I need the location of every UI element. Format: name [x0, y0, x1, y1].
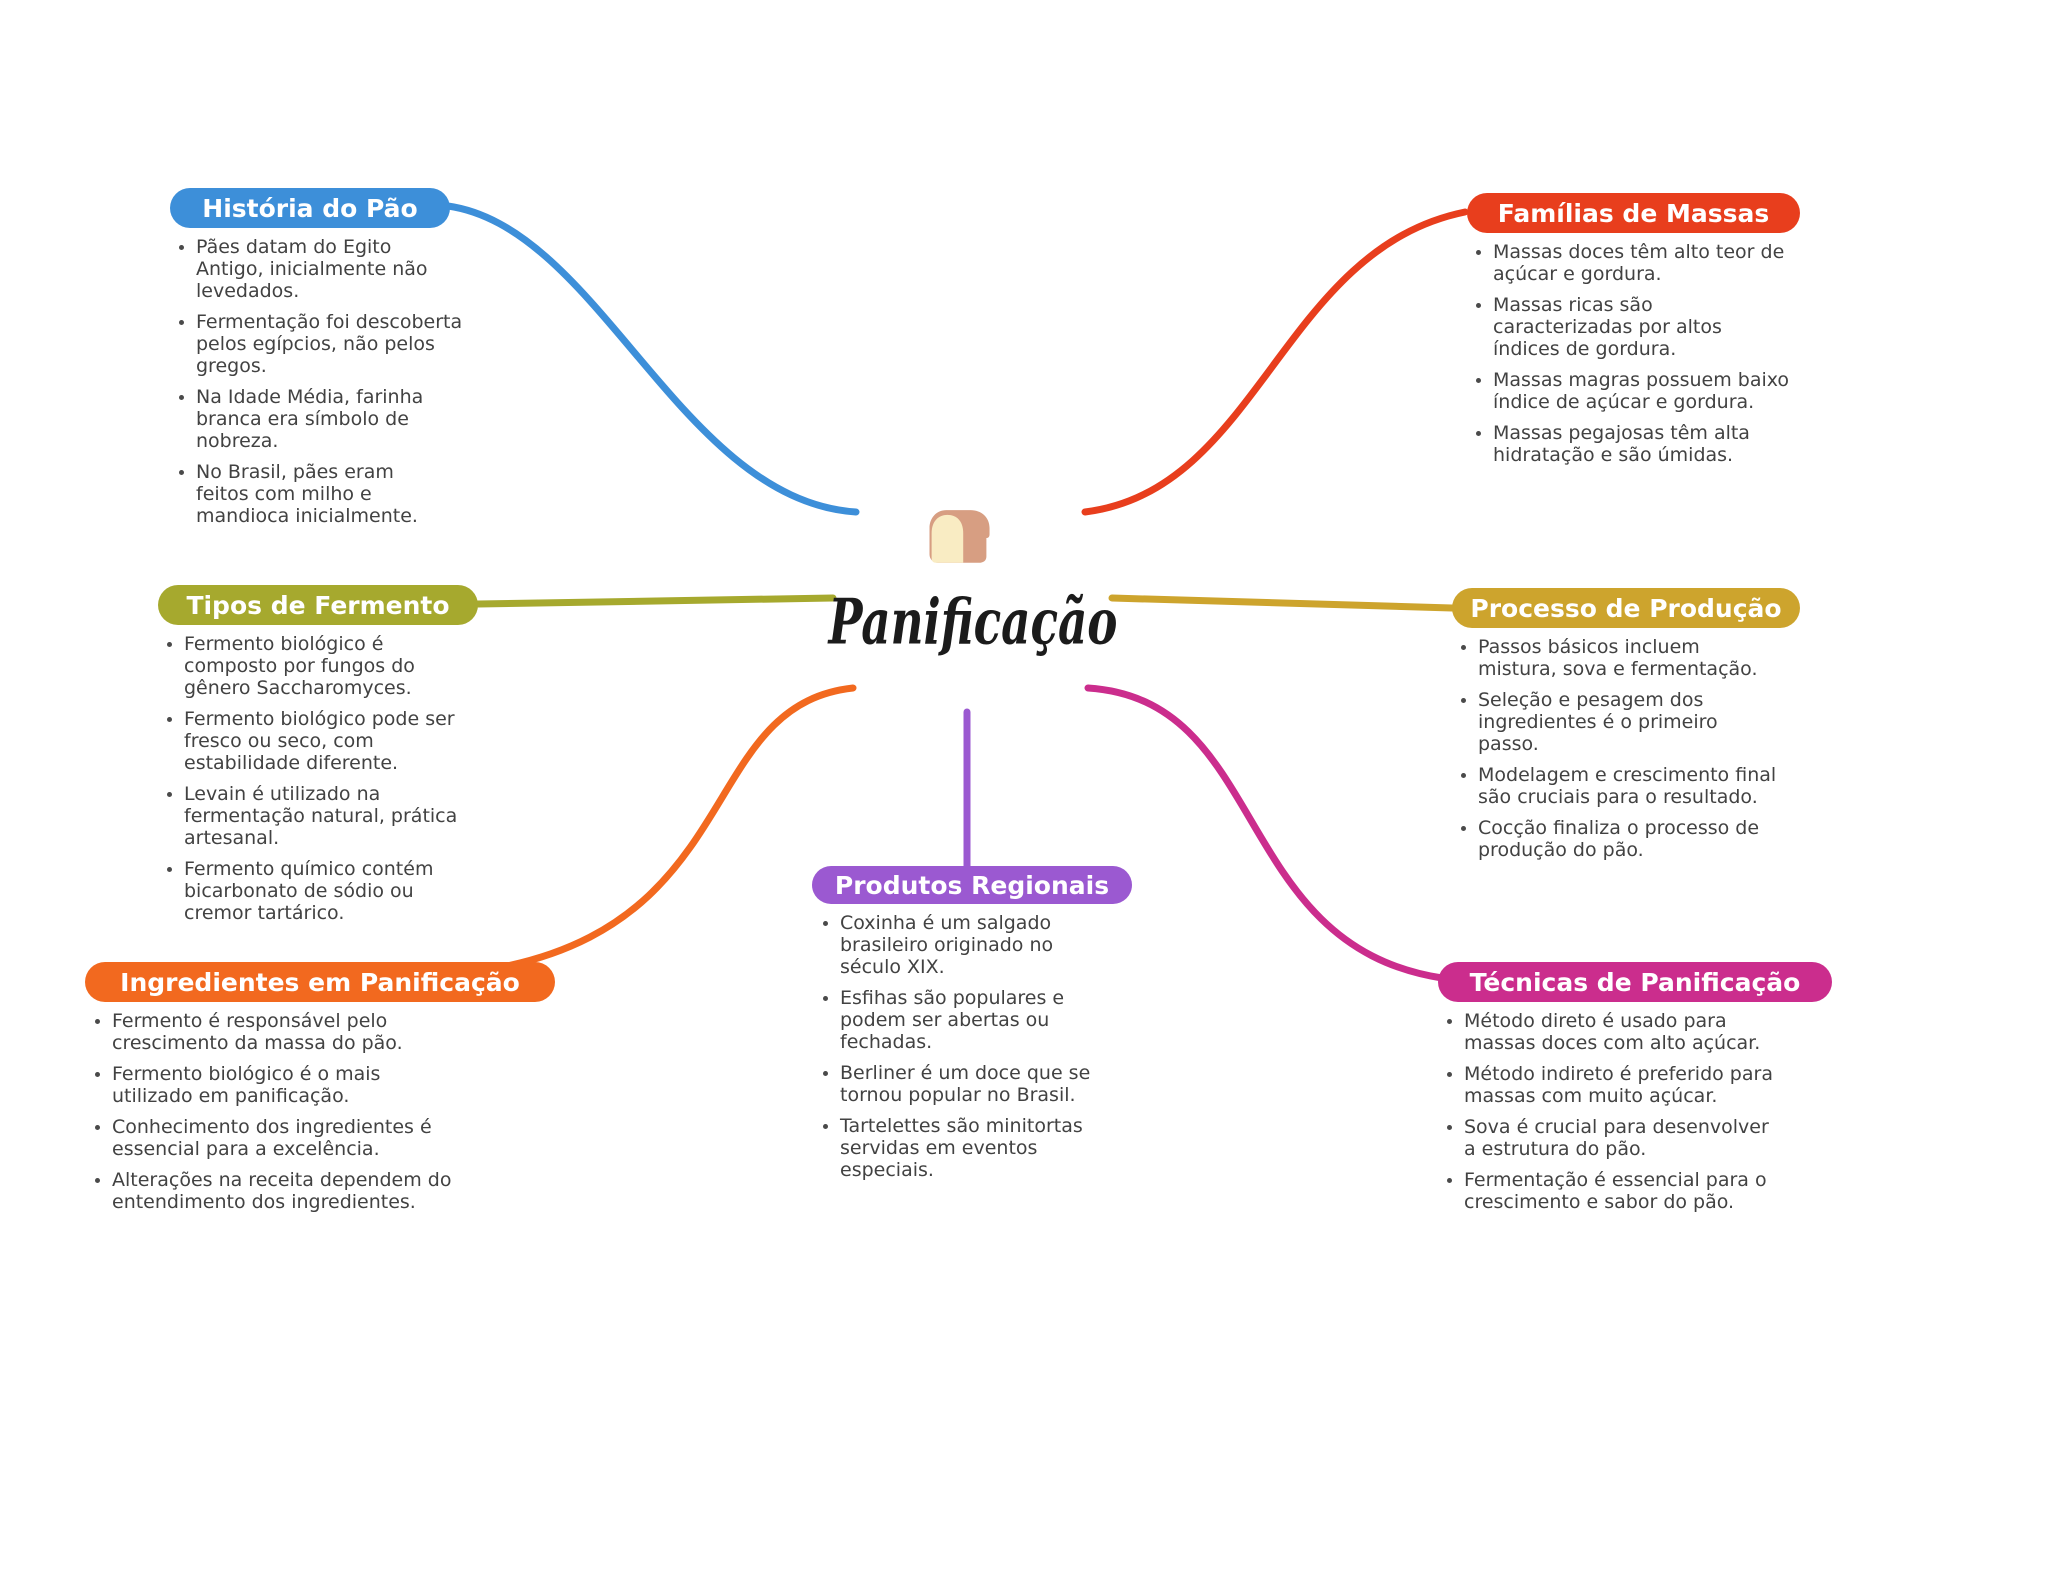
branch-tecnicas-title[interactable]: Técnicas de Panificação	[1438, 962, 1832, 1002]
branch-processo-bullets: Passos básicos incluem mistura, sova e f…	[1458, 636, 1776, 861]
bullet-item: Fermento biológico é composto por fungos…	[164, 633, 457, 699]
bullet-item: Massas ricas são caracterizadas por alto…	[1473, 294, 1789, 360]
branch-familias-bullets: Massas doces têm alto teor de açúcar e g…	[1473, 241, 1789, 466]
bullet-item: Cocção finaliza o processo de produção d…	[1458, 817, 1776, 861]
connector-tecnicas	[1084, 684, 1446, 982]
branch-ingredientes-title[interactable]: Ingredientes em Panificação	[85, 962, 555, 1002]
bullet-item: Passos básicos incluem mistura, sova e f…	[1458, 636, 1776, 680]
connector-processo	[1108, 594, 1456, 612]
connector-ingredientes	[503, 684, 857, 970]
bullet-item: Berliner é um doce que se tornou popular…	[820, 1062, 1090, 1106]
branch-title-label: Processo de Produção	[1470, 593, 1782, 623]
bullet-item: Método direto é usado para massas doces …	[1444, 1010, 1773, 1054]
branch-tecnicas-bullets: Método direto é usado para massas doces …	[1444, 1010, 1773, 1213]
bread-icon	[929, 510, 990, 563]
bullet-item: Coxinha é um salgado brasileiro originad…	[820, 912, 1090, 978]
branch-title-label: Famílias de Massas	[1497, 198, 1770, 228]
branch-historia-title[interactable]: História do Pão	[170, 188, 450, 228]
bullet-item: Sova é crucial para desenvolver a estrut…	[1444, 1116, 1773, 1160]
branch-tipos-title[interactable]: Tipos de Fermento	[158, 585, 478, 625]
connector-familias	[1081, 208, 1469, 516]
bullet-item: Método indireto é preferido para massas …	[1444, 1063, 1773, 1107]
branch-tipos-bullets: Fermento biológico é composto por fungos…	[164, 633, 457, 924]
bullet-item: Alterações na receita dependem do entend…	[92, 1169, 451, 1213]
bullet-item: Fermentação foi descoberta pelos egípcio…	[176, 311, 462, 377]
bullet-item: Massas pegajosas têm alta hidratação e s…	[1473, 422, 1789, 466]
branch-title-label: Tipos de Fermento	[186, 590, 450, 620]
connector-tipos	[474, 594, 837, 608]
branch-title-label: Produtos Regionais	[834, 870, 1110, 900]
bullet-item: Na Idade Média, farinha branca era símbo…	[176, 386, 462, 452]
bullet-item: Tartelettes são minitortas servidas em e…	[820, 1115, 1090, 1181]
center-topic[interactable]: Panificação	[828, 585, 1118, 659]
branch-produtos-bullets: Coxinha é um salgado brasileiro originad…	[820, 912, 1090, 1181]
branch-familias-title[interactable]: Famílias de Massas	[1467, 193, 1800, 233]
bullet-item: Massas magras possuem baixo índice de aç…	[1473, 369, 1789, 413]
bullet-item: Modelagem e crescimento final são crucia…	[1458, 764, 1776, 808]
bullet-item: Fermento é responsável pelo crescimento …	[92, 1010, 451, 1054]
connector-historia	[444, 202, 860, 516]
bullet-item: Esfihas são populares e podem ser aberta…	[820, 987, 1090, 1053]
branch-title-label: Ingredientes em Panificação	[120, 967, 520, 997]
bullet-item: Fermentação é essencial para o crescimen…	[1444, 1169, 1773, 1213]
bullet-item: Fermento químico contém bicarbonato de s…	[164, 858, 457, 924]
bullet-item: Pães datam do Egito Antigo, inicialmente…	[176, 236, 462, 302]
bullet-item: Massas doces têm alto teor de açúcar e g…	[1473, 241, 1789, 285]
bullet-item: No Brasil, pães eram feitos com milho e …	[176, 461, 462, 527]
bullet-item: Fermento biológico pode ser fresco ou se…	[164, 708, 457, 774]
branch-title-label: História do Pão	[202, 193, 418, 223]
bullet-item: Conhecimento dos ingredientes é essencia…	[92, 1116, 451, 1160]
bullet-item: Fermento biológico é o mais utilizado em…	[92, 1063, 451, 1107]
branch-title-label: Técnicas de Panificação	[1469, 967, 1801, 997]
bullet-item: Levain é utilizado na fermentação natura…	[164, 783, 457, 849]
branch-produtos-title[interactable]: Produtos Regionais	[812, 866, 1132, 904]
branch-processo-title[interactable]: Processo de Produção	[1452, 588, 1800, 628]
bullet-item: Seleção e pesagem dos ingredientes é o p…	[1458, 689, 1776, 755]
branch-historia-bullets: Pães datam do Egito Antigo, inicialmente…	[176, 236, 462, 527]
branch-ingredientes-bullets: Fermento é responsável pelo crescimento …	[92, 1010, 451, 1213]
